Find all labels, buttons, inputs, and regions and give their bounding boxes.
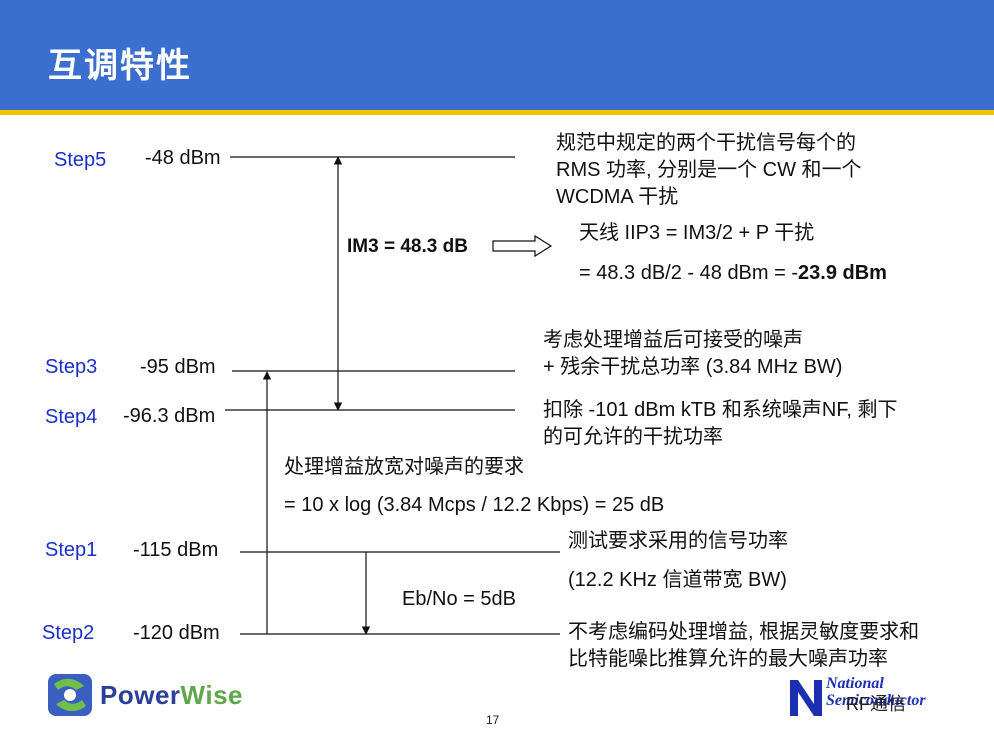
step5-note-line3: WCDMA 干扰 xyxy=(556,186,679,208)
header-divider xyxy=(0,110,994,115)
step4-value: -96.3 dBm xyxy=(123,405,216,427)
step4-label: Step4 xyxy=(45,406,98,428)
im3-label: IM3 = 48.3 dB xyxy=(347,236,468,257)
processing-gain-formula: = 10 x log (3.84 Mcps / 12.2 Kbps) = 25 … xyxy=(284,494,665,516)
step2-note-line2: 比特能噪比推算允许的最大噪声功率 xyxy=(568,648,888,670)
step3-value: -95 dBm xyxy=(140,356,216,378)
step1-note-line2: (12.2 KHz 信道带宽 BW) xyxy=(568,569,787,591)
hollow-arrow xyxy=(492,234,553,258)
step2-label: Step2 xyxy=(42,622,95,644)
step5-note-line2: RMS 功率, 分别是一个 CW 和一个 xyxy=(556,159,862,181)
page-number: 17 xyxy=(486,713,500,727)
step3-label: Step3 xyxy=(45,356,98,378)
step2-value: -120 dBm xyxy=(133,622,220,644)
iip3-result-prefix: = 48.3 dB/2 - 48 dBm = - xyxy=(579,262,799,284)
step5-label: Step5 xyxy=(54,149,107,171)
step1-value: -115 dBm xyxy=(133,539,219,561)
iip3-result-value: 23.9 dBm xyxy=(798,262,887,284)
step1-label: Step1 xyxy=(45,539,98,561)
powerwise-logo-part2: Wise xyxy=(180,680,243,710)
national-logo-line2: Semiconductor xyxy=(826,691,926,709)
step5-value: -48 dBm xyxy=(145,147,221,169)
ebno-label: Eb/No = 5dB xyxy=(402,588,516,610)
national-logo-text: National Semiconductor xyxy=(826,675,926,710)
step4-note-line2: 的可允许的干扰功率 xyxy=(543,426,723,448)
powerwise-logo-icon xyxy=(48,674,92,716)
step3-note-line2: + 残余干扰总功率 (3.84 MHz BW) xyxy=(543,356,843,378)
processing-gain-title: 处理增益放宽对噪声的要求 xyxy=(284,456,524,478)
step1-note-line1: 测试要求采用的信号功率 xyxy=(568,530,788,552)
step4-note-line1: 扣除 -101 dBm kTB 和系统噪声NF, 剩下 xyxy=(543,399,898,421)
iip3-result: = 48.3 dB/2 - 48 dBm = -23.9 dBm xyxy=(579,261,887,285)
watermark: RF通信 xyxy=(846,694,906,714)
national-logo-line1: National xyxy=(826,675,884,692)
national-logo-icon xyxy=(790,680,822,716)
step5-note-line1: 规范中规定的两个干扰信号每个的 xyxy=(556,132,856,154)
slide-title: 互调特性 xyxy=(48,46,192,86)
powerwise-logo-part1: Power xyxy=(100,680,181,710)
step2-note-line1: 不考虑编码处理增益, 根据灵敏度要求和 xyxy=(568,621,920,643)
step3-note-line1: 考虑处理增益后可接受的噪声 xyxy=(543,329,803,351)
powerwise-logo-text: PowerWise xyxy=(100,680,243,711)
header-bar xyxy=(0,0,994,110)
iip3-formula: 天线 IIP3 = IM3/2 + P 干扰 xyxy=(579,222,815,244)
